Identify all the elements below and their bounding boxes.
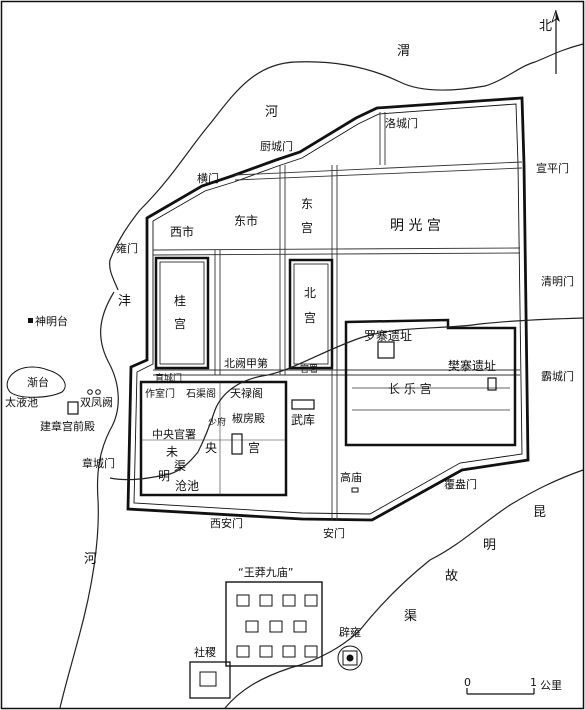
guigong-label-2: 宫 [174,316,186,331]
gate-heng: 横门 [197,171,219,185]
weiyang-outline [139,380,288,497]
scale-one: 1 [530,676,537,689]
jiaofang-building-icon [231,433,243,455]
luozhai-label: 罗寨遗址 [364,328,412,343]
gaomiao-building-icon [351,487,359,493]
qu-label: 渠 [174,459,186,473]
changle-label: 长 乐 宫 [388,381,432,396]
wei-river-label-1: 渭 [397,44,410,59]
shenmingtai-label: 神明台 [35,314,68,328]
tianluge-label: 天禄阁 [230,386,263,400]
beigong-label-2: 宫 [304,310,316,325]
ming-canal [109,317,584,481]
jianzhang-building-icon [67,401,79,415]
jiantai-label: 渐台 [27,375,49,389]
shuangfengque-icon-2 [95,389,101,395]
guigong-label-1: 桂 [174,293,186,308]
dongshi-label: 东市 [234,213,258,228]
scale-bar [466,688,535,695]
kunming-canal [224,469,584,709]
changle-outline [344,318,517,447]
scale-zero: 0 [464,676,471,689]
gate-fuang: 覆盎门 [444,477,477,491]
wangmang-label: “王莽九庙” [238,565,293,579]
shiquge-label: 石渠阁 [186,387,216,400]
wei-river-label-2: 河 [265,105,278,120]
luozhai-building-icon [377,341,395,359]
gate-luocheng: 洛城门 [385,116,418,130]
shaofu-label: 少府 [208,416,226,428]
gate-xian: 西安门 [210,516,243,530]
cangchi-label: 沧池 [175,478,199,493]
city-wall [126,96,530,522]
wuku-building-icon [291,399,315,410]
feng-river-label-1: 沣 [118,294,131,309]
sheji-label: 社稷 [194,645,216,659]
gate-zhangcheng: 章城门 [82,456,115,470]
fanzhai-label: 樊寨遗址 [448,358,496,373]
shuangfengque-label: 双凤阙 [80,396,113,409]
gate-ba: 霸城门 [541,369,574,383]
xishi-label: 西市 [170,224,194,239]
zhongyangguanshu-label: 中央官署 [152,427,196,441]
beigong-label-1: 北 [304,286,316,300]
kunming-label-1: 昆 [533,505,546,520]
feng-river-label-2: 河 [84,552,97,567]
shenmingtai-icon [28,318,33,323]
wei-river [109,43,584,291]
gate-an: 安门 [323,526,345,540]
zuoshimen-label: 作室门 [145,387,175,400]
shuangfengque-icon-1 [87,389,93,395]
guanshu-label: 官署 [300,363,318,375]
gate-zhicheng: 直城门 [155,372,182,384]
jianzhang-label: 建章宫前殿 [40,419,95,433]
beiquejiadi-label: 北阙甲第 [224,356,268,370]
sheji-altar-icon [189,661,231,699]
taiyechi-outline [6,366,66,398]
beigong-outline [288,258,334,370]
biyong-label: 辟雍 [339,625,361,639]
gaomiao-label: 高庙 [340,470,362,484]
fanzhai-building-icon [487,377,497,391]
guigong-outline [154,256,210,370]
wei-label: 未 [166,445,178,459]
biyong-icon [337,645,363,671]
donggong-label-1: 东 [301,197,313,211]
gong-label: 宫 [248,440,260,455]
jiaofangdian-label: 椒房殿 [232,411,265,425]
taiyechi-label: 太液池 [5,395,38,409]
kunming-label-4: 渠 [404,609,417,624]
wuku-label: 武库 [291,412,315,427]
kunming-label-3: 故 [445,569,458,584]
scale-unit: 公里 [540,679,562,692]
kunming-label-2: 明 [483,538,496,553]
gate-xuanping: 宣平门 [536,161,569,175]
gate-chucheng: 厨城门 [260,139,293,153]
wangmang-temples [225,581,323,667]
yang-label: 央 [205,441,217,455]
mingguang-label: 明 光 宫 [390,218,441,234]
gate-yong: 雍门 [116,241,138,255]
ming-label: 明 [158,469,170,483]
north-arrow-icon [551,9,560,74]
north-label: 北 [539,19,552,34]
donggong-label-2: 宫 [301,220,313,235]
gate-qingming: 清明门 [541,274,574,288]
